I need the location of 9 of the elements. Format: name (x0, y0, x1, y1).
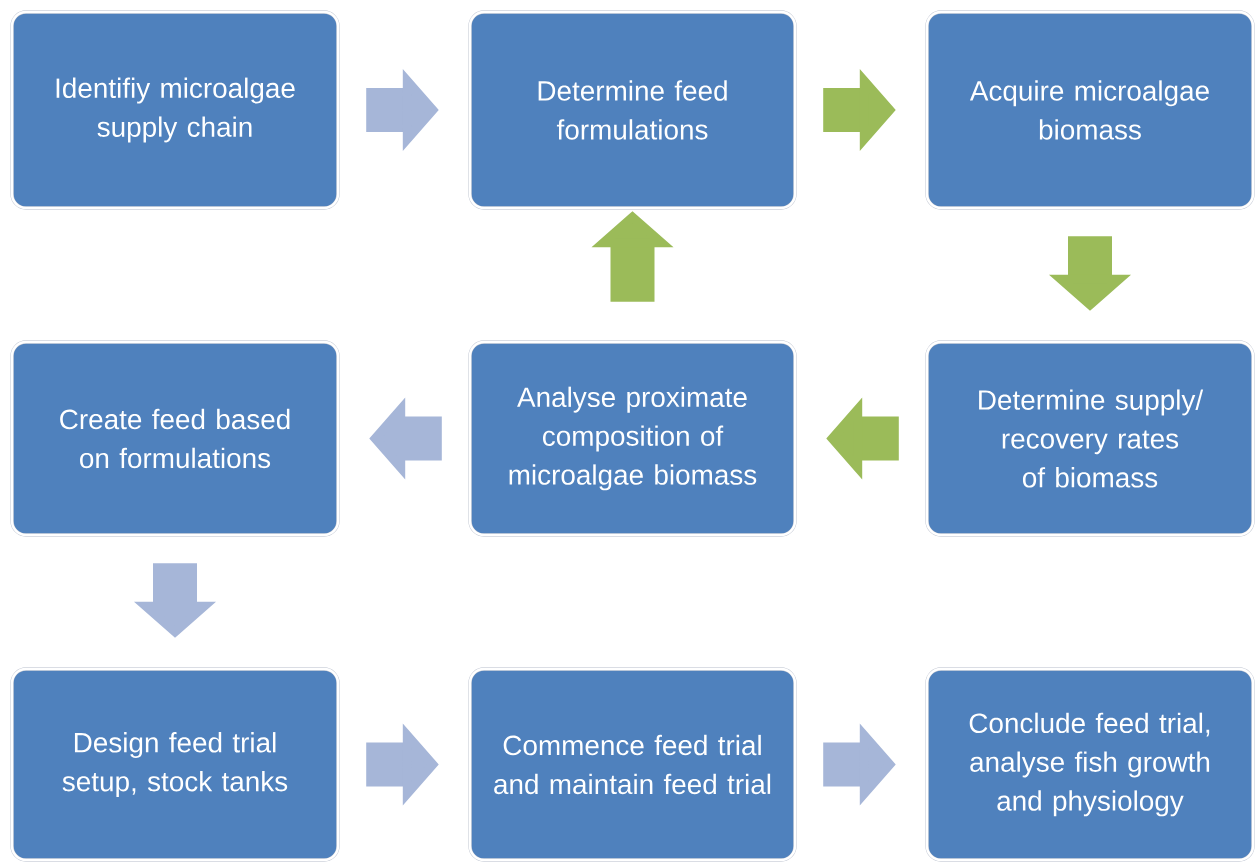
process-box: Commence feed trial and maintain feed trial (468, 667, 797, 862)
process-box: Design feed trial setup, stock tanks (10, 667, 340, 862)
process-box: Create feed based on formulations (10, 340, 340, 537)
process-box: Determine supply/ recovery rates of biomass (925, 340, 1255, 537)
process-box: Conclude feed trial, analyse fish growth and physiology (925, 667, 1255, 862)
process-box: Analyse proximate composition of microalgae biomass (468, 340, 797, 537)
process-box: Determine feed formulations (468, 10, 797, 210)
process-box: Identifiy microalgae supply chain (10, 10, 340, 210)
process-box: Acquire microalgae biomass (925, 10, 1255, 210)
